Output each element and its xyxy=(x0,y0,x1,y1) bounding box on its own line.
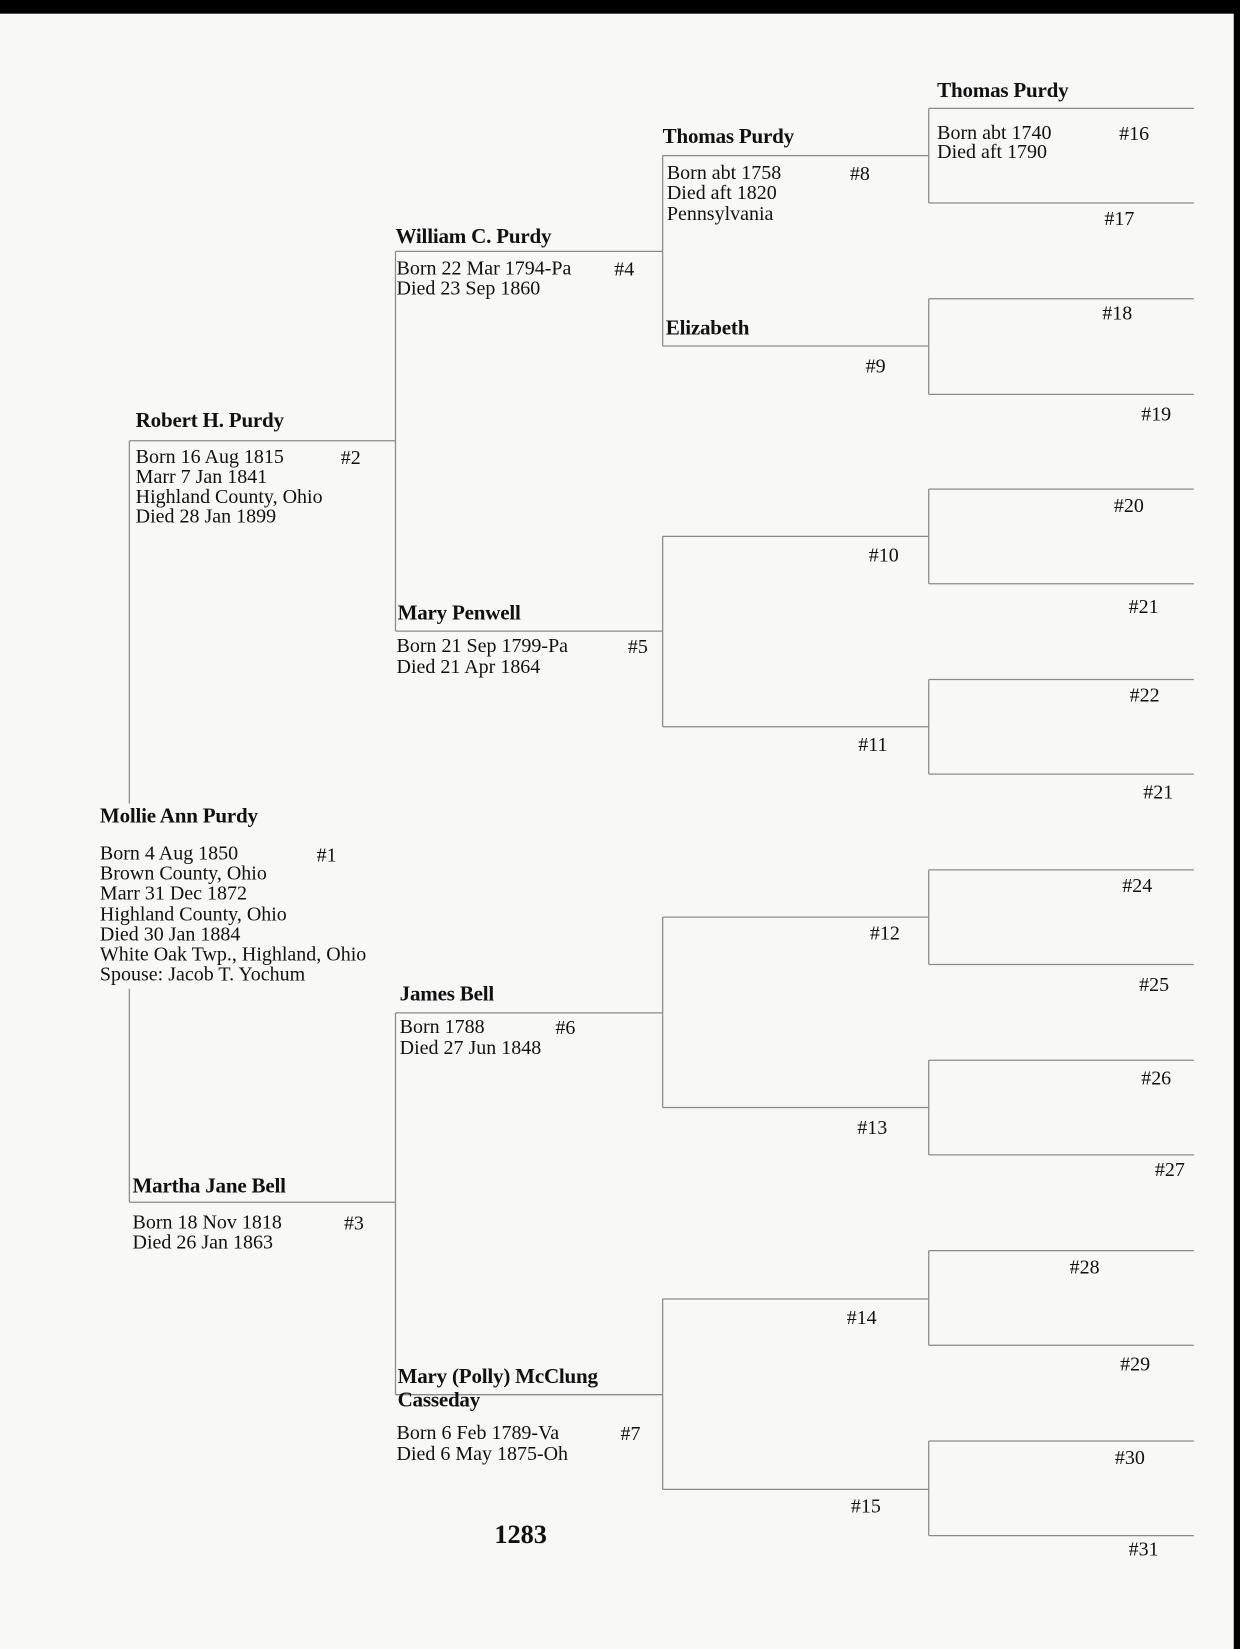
person-5-number: #5 xyxy=(627,636,648,659)
slot-number: #21 xyxy=(1128,596,1159,619)
person-7-number: #7 xyxy=(620,1423,641,1446)
person-5-detail: Died 21 Apr 1864 xyxy=(396,656,541,679)
person-detail: Spouse: Jacob T. Yochum xyxy=(99,963,306,986)
person-3-detail: Born 18 Nov 1818 xyxy=(132,1211,282,1234)
person-name: Mollie Ann Purdy xyxy=(99,804,258,828)
person-9-name: Elizabeth xyxy=(665,316,750,340)
slot-number: #17 xyxy=(1104,208,1135,231)
person-8-name: Thomas Purdy xyxy=(662,125,795,149)
slot-number: #12 xyxy=(869,922,900,945)
slot-number: #26 xyxy=(1141,1067,1172,1090)
person-8-detail: Died aft 1820 xyxy=(666,181,777,205)
person-7-name: Mary (Polly) McClung xyxy=(397,1365,598,1389)
person-detail: Brown County, Ohio xyxy=(99,862,267,885)
slot-number: #28 xyxy=(1069,1256,1100,1279)
person-2-detail: Highland County, Ohio xyxy=(135,485,323,509)
person-3-number: #3 xyxy=(343,1212,364,1235)
scan-border-right xyxy=(1233,0,1240,1649)
slot-number: #29 xyxy=(1120,1353,1151,1376)
slot-number: #22 xyxy=(1129,684,1160,707)
person-3-detail: Died 26 Jan 1863 xyxy=(132,1231,273,1254)
person-6-name: James Bell xyxy=(399,982,495,1006)
slot-number: #24 xyxy=(1122,875,1153,898)
slot-number: #31 xyxy=(1128,1538,1159,1561)
person-detail: Died 30 Jan 1884 xyxy=(99,923,241,946)
person-16-detail: Died aft 1790 xyxy=(937,140,1048,164)
slot-number: #15 xyxy=(850,1495,881,1518)
person-detail: White Oak Twp., Highland, Ohio xyxy=(99,943,367,966)
slot-number: #13 xyxy=(857,1117,888,1140)
person-4-detail: Born 22 Mar 1794-Pa xyxy=(396,257,572,280)
slot-number: #25 xyxy=(1139,973,1170,997)
person-4-detail: Died 23 Sep 1860 xyxy=(396,277,541,300)
person-16-name: Thomas Purdy xyxy=(937,78,1069,103)
slot-number: #27 xyxy=(1154,1159,1185,1182)
person-6-detail: Born 1788 xyxy=(399,1016,485,1039)
person-8-detail: Born abt 1758 xyxy=(666,161,782,185)
person-8-number: #8 xyxy=(849,163,870,186)
slot-number: #11 xyxy=(858,734,888,757)
person-8-detail: Pennsylvania xyxy=(666,202,774,226)
slot-number: #10 xyxy=(868,544,899,567)
person-4-number: #4 xyxy=(614,258,635,281)
person-4-name: William C. Purdy xyxy=(395,225,552,249)
slot-number: #18 xyxy=(1102,302,1133,326)
scan-border-top xyxy=(0,0,1240,14)
person-2-detail: Marr 7 Jan 1841 xyxy=(135,465,268,489)
person-detail: Marr 31 Dec 1872 xyxy=(99,882,247,905)
person-2-detail: Died 28 Jan 1899 xyxy=(135,505,277,529)
person-5-name: Mary Penwell xyxy=(397,601,521,625)
person-detail: Highland County, Ohio xyxy=(99,903,287,926)
slot-number: #21 xyxy=(1143,781,1174,804)
person-16-number: #16 xyxy=(1119,123,1150,146)
person-9-number: #9 xyxy=(865,355,886,378)
person-2-name: Robert H. Purdy xyxy=(135,409,284,433)
person-1-mollie-ann-purdy: Mollie Ann Purdy #1 Born 4 Aug 1850 Brow… xyxy=(97,803,414,989)
slot-number: #14 xyxy=(846,1307,877,1330)
person-detail: Born 4 Aug 1850 xyxy=(99,842,239,865)
person-3-name: Martha Jane Bell xyxy=(132,1174,286,1199)
person-7-name-continued: Casseday xyxy=(397,1388,481,1412)
person-number: #1 xyxy=(316,844,337,867)
person-16-detail: Born abt 1740 xyxy=(937,122,1052,145)
person-6-detail: Died 27 Jun 1848 xyxy=(399,1037,542,1060)
slot-number: #20 xyxy=(1113,495,1144,518)
person-2-detail: Born 16 Aug 1815 xyxy=(135,445,284,469)
person-7-detail: Died 6 May 1875-Oh xyxy=(396,1443,569,1466)
person-2-number: #2 xyxy=(340,447,361,470)
person-7-detail: Born 6 Feb 1789-Va xyxy=(396,1422,560,1445)
slot-number: #19 xyxy=(1141,403,1172,426)
slot-number: #30 xyxy=(1114,1447,1145,1470)
person-6-number: #6 xyxy=(555,1017,576,1040)
page-number: 1283 xyxy=(494,1520,547,1550)
person-5-detail: Born 21 Sep 1799-Pa xyxy=(396,635,569,658)
